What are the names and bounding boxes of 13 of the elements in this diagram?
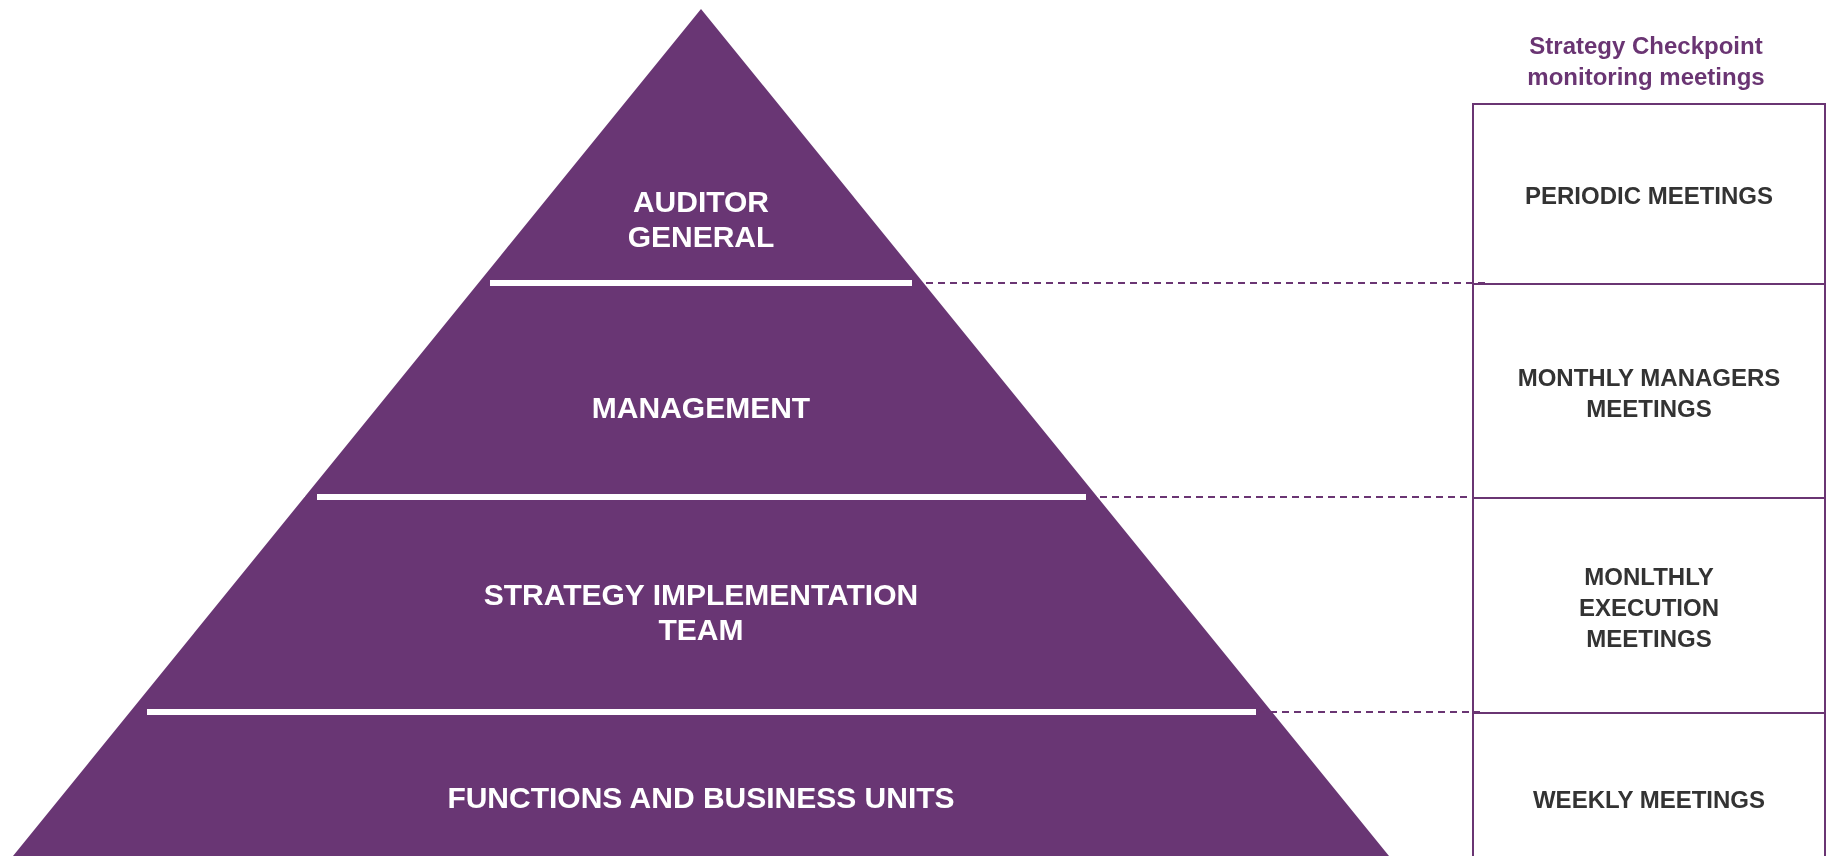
meeting-label: PERIODIC MEETINGS <box>1524 181 1774 212</box>
meeting-cell <box>1472 283 1826 499</box>
tier-label: AUDITOR GENERAL <box>626 184 776 254</box>
meeting-label: MONTHLY MANAGERS MEETINGS <box>1516 362 1782 424</box>
tier-label: STRATEGY IMPLEMENTATION TEAM <box>482 577 920 647</box>
meeting-cell <box>1472 712 1826 856</box>
meeting-label: WEEKLY MEETINGS <box>1531 785 1766 816</box>
meeting-cell <box>1472 103 1826 285</box>
meeting-label: MONLTHLY EXECUTION MEETINGS <box>1578 561 1720 655</box>
title: Strategy Checkpoint monitoring meetings <box>1526 31 1766 93</box>
tier-label: MANAGEMENT <box>590 390 812 426</box>
tier-label: FUNCTIONS AND BUSINESS UNITS <box>446 780 956 816</box>
meeting-cell <box>1472 497 1826 714</box>
